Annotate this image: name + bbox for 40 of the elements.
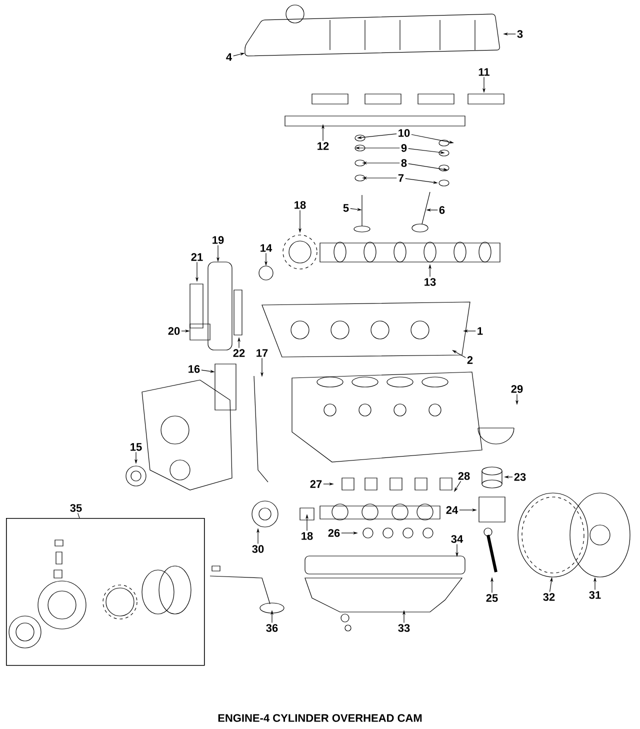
inset-box xyxy=(6,518,205,666)
callout-number: 1 xyxy=(478,327,483,335)
callout-number: 34 xyxy=(451,535,464,543)
callout-number: 23 xyxy=(514,473,526,481)
callout-number: 2 xyxy=(467,356,473,364)
callout-number: 32 xyxy=(543,593,555,601)
callout-number: 30 xyxy=(252,545,264,553)
caption: ENGINE-4 CYLINDER OVERHEAD CAM xyxy=(218,714,422,722)
callout-number: 9 xyxy=(401,144,407,152)
callout-number: 8 xyxy=(401,159,407,167)
callout-number: 5 xyxy=(343,204,349,212)
callout-number: 13 xyxy=(424,278,436,286)
callout-number: 6 xyxy=(439,206,445,214)
callout-number: 4 xyxy=(226,53,232,61)
callout-number: 24 xyxy=(446,506,458,514)
callout-number: 16 xyxy=(188,365,200,373)
callout-number: 31 xyxy=(589,591,601,599)
callout-number: 33 xyxy=(398,624,410,632)
callout-number: 17 xyxy=(256,349,268,357)
callout-number: 29 xyxy=(511,385,523,393)
callout-number: 19 xyxy=(212,236,224,244)
callout-number: 26 xyxy=(328,529,340,537)
callout-number: 11 xyxy=(478,68,490,76)
callout-number: 12 xyxy=(318,142,329,150)
callout-number: 28 xyxy=(458,472,470,480)
callout-number: 18 xyxy=(294,201,306,209)
callout-number: 20 xyxy=(168,327,180,335)
callout-number: 7 xyxy=(398,174,404,182)
callout-number: 36 xyxy=(266,624,278,632)
callout-number: 14 xyxy=(260,244,272,252)
callout-number: 21 xyxy=(191,253,203,261)
callout-number: 15 xyxy=(130,443,142,451)
callout-number: 22 xyxy=(233,349,245,357)
leader-line xyxy=(78,512,80,518)
callout-number: 3 xyxy=(517,30,523,38)
callout-number: 35 xyxy=(70,504,82,512)
callout-number: 25 xyxy=(486,594,498,602)
callout-number: 10 xyxy=(398,129,410,137)
callout-number: 27 xyxy=(310,480,322,488)
callout-number: 18 xyxy=(302,532,313,540)
